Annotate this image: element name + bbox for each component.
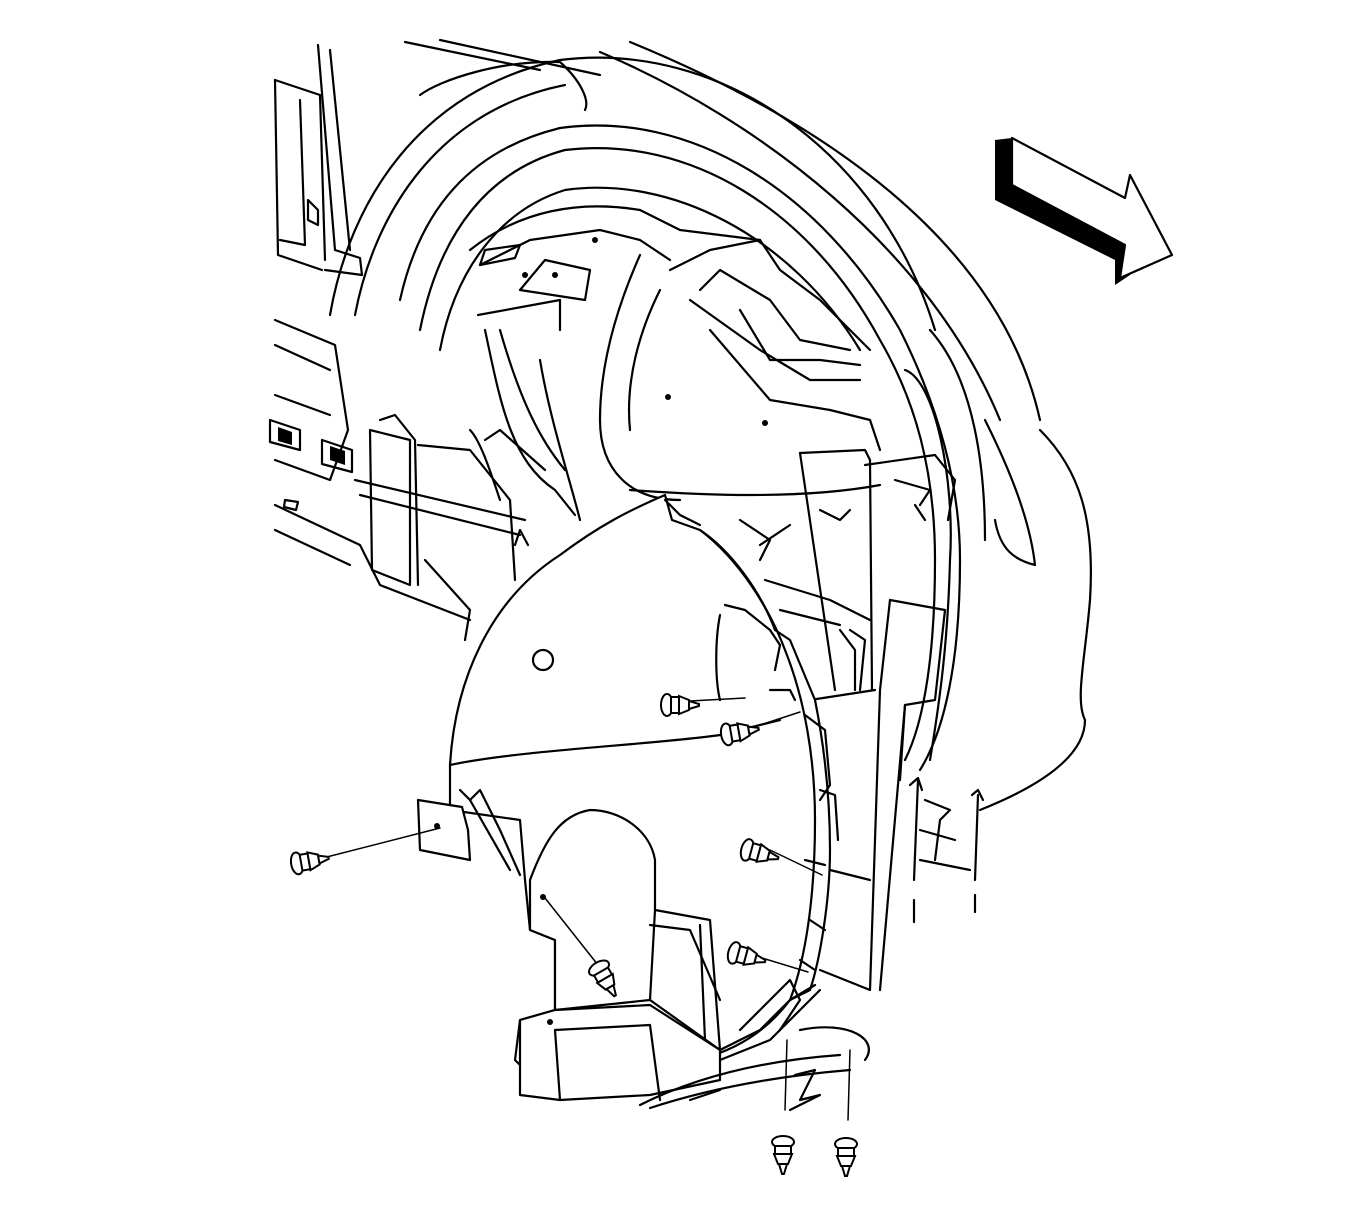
push-pin-retainer-icon [660, 693, 700, 717]
wheel-opening-flare [328, 56, 987, 772]
push-pin-retainer-icon [726, 941, 767, 966]
push-pin-retainer-icon [771, 1135, 795, 1175]
wheelhouse-liner [416, 493, 870, 1112]
splash-shield-panel [798, 448, 957, 992]
push-pin-retainer-icon [588, 959, 618, 998]
push-pin-retainer-icon [739, 838, 780, 863]
fastener-guide-lines [314, 697, 985, 1121]
push-pin-retainer-icon [289, 851, 330, 876]
push-pin-retainer-icon [719, 722, 760, 747]
front-of-vehicle-arrow-icon [995, 136, 1174, 285]
inner-wheelhouse [468, 205, 932, 692]
push-pin-retainer-icon [834, 1137, 858, 1177]
push-pin-retainers [289, 693, 858, 1177]
